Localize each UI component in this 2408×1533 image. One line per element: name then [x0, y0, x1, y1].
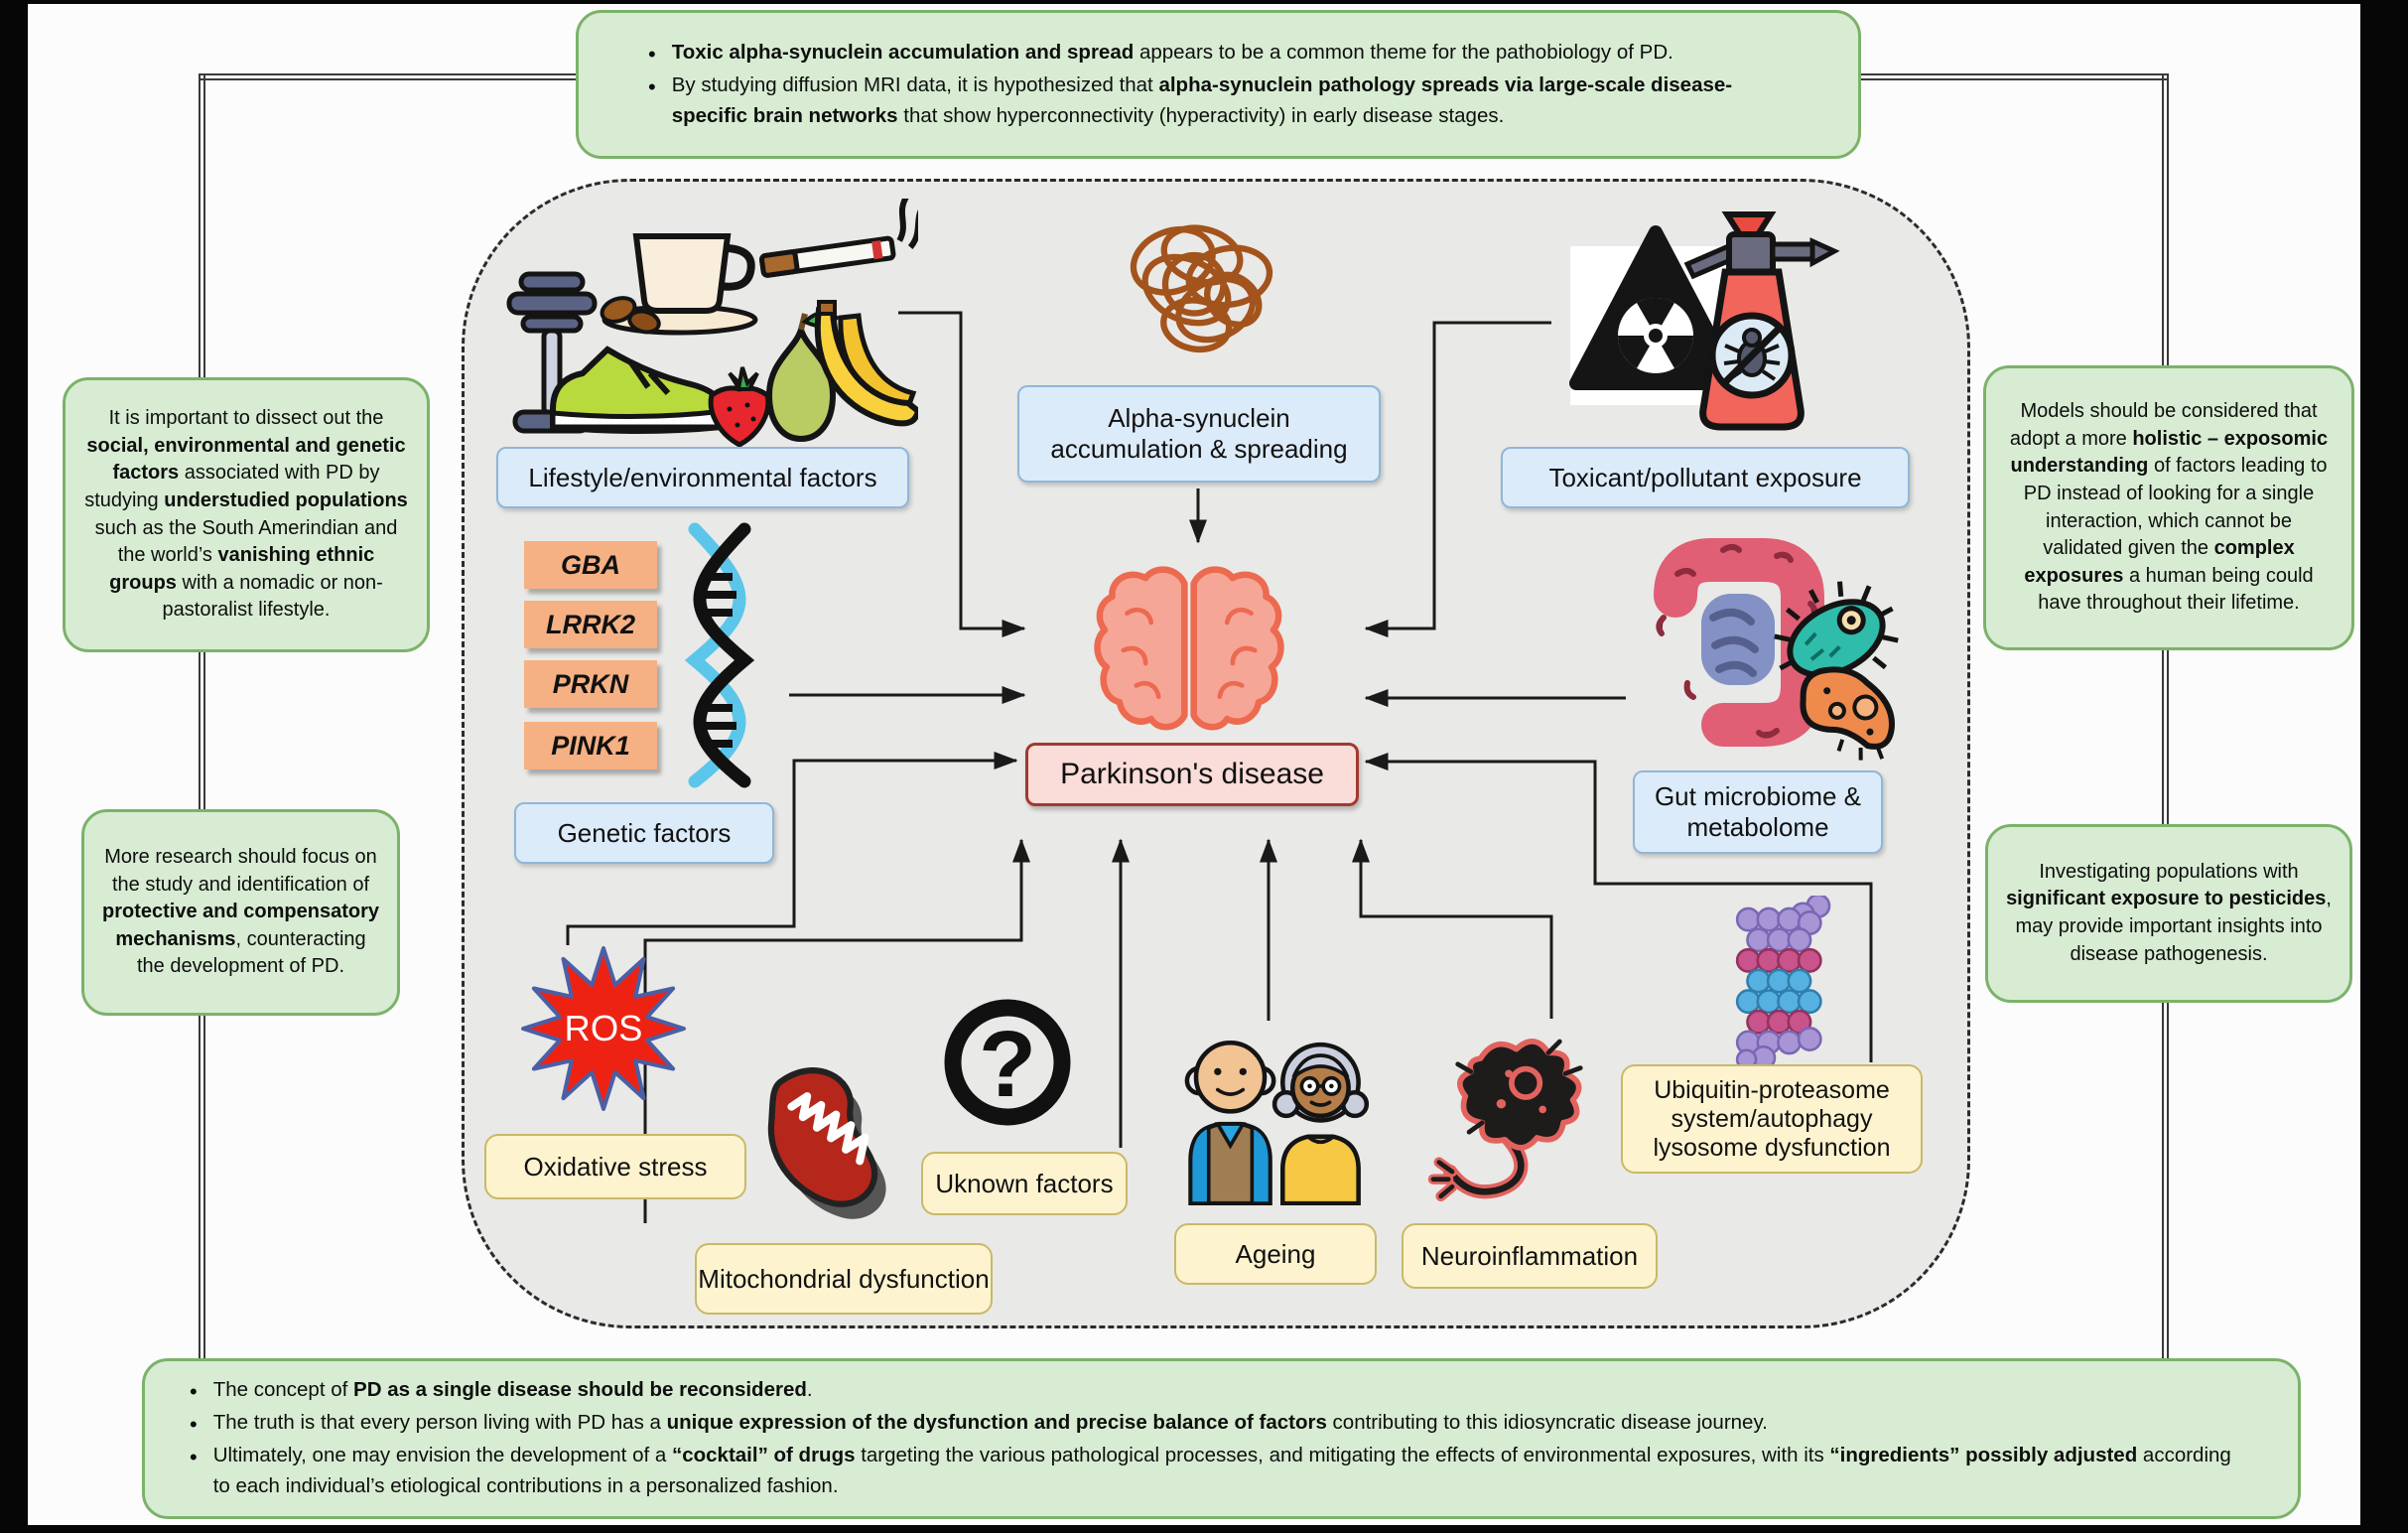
- label-ubiquitin: Ubiquitin-proteasome system/autophagy ly…: [1621, 1064, 1923, 1174]
- note-top-bullet-1: Toxic alpha-synuclein accumulation and s…: [671, 40, 1673, 64]
- note-bottom-bullet-1: The concept of PD as a single disease sh…: [212, 1378, 813, 1402]
- arrow-ubiquitin-to-pd: [1364, 753, 1873, 1062]
- gene-box-gba: GBA: [524, 541, 657, 589]
- label-gut: Gut microbiome & metabolome: [1633, 770, 1883, 854]
- gut-microbiome-icons: [1628, 534, 1926, 765]
- ros-label: ROS: [565, 1008, 643, 1048]
- unknown-question-icon: ?: [938, 993, 1077, 1132]
- arrow-toxicant-to-brain: [1364, 321, 1551, 637]
- cigarette-icon: [759, 194, 929, 278]
- gene-box-lrrk2: LRRK2: [524, 601, 657, 648]
- label-oxidative-stress: Oxidative stress: [484, 1134, 746, 1199]
- gene-box-pink1: PINK1: [524, 722, 657, 769]
- note-right-pesticides: Investigating populations with significa…: [1985, 824, 2352, 1003]
- note-bottom-bullet-3: Ultimately, one may envision the develop…: [212, 1444, 2231, 1497]
- label-lifestyle: Lifestyle/environmental factors: [496, 447, 909, 508]
- label-mitochondrial: Mitochondrial dysfunction: [695, 1243, 993, 1315]
- label-genetic: Genetic factors: [514, 802, 774, 864]
- note-left-populations: It is important to dissect out the socia…: [63, 377, 430, 652]
- elderly-man: [1184, 1041, 1276, 1206]
- lifestyle-icons: [491, 194, 929, 448]
- dna-icon: [670, 521, 769, 789]
- pesticide-spray-icon: [1683, 211, 1840, 431]
- dumbbell-icon: [506, 271, 598, 434]
- arrow-mito-to-pd: [643, 838, 1030, 1223]
- arrow-neuro-to-pd: [1352, 838, 1553, 1019]
- parkinsons-disease-box: Parkinson's disease: [1025, 743, 1359, 806]
- brain-icon: [1092, 554, 1286, 747]
- ageing-couple-icon: [1176, 1025, 1375, 1206]
- alpha-synuclein-tangle-icon: [1117, 216, 1291, 371]
- note-top-bullet-2: By studying diffusion MRI data, it is hy…: [671, 72, 1733, 127]
- proteasome-icon: [1729, 893, 1832, 1070]
- label-unknown-factors: Uknown factors: [921, 1152, 1128, 1215]
- note-right-exposome: Models should be considered that adopt a…: [1983, 365, 2354, 650]
- banana-icon: [814, 300, 922, 427]
- microglia-neuroinflammation-icon: [1414, 1023, 1603, 1211]
- sneaker-icon: [550, 346, 728, 434]
- note-bottom-bullet-2: The truth is that every person living wi…: [212, 1411, 1768, 1435]
- bacterium-teal-icon: [1774, 581, 1899, 696]
- frame-line-left: [199, 73, 205, 1364]
- label-neuroinflammation: Neuroinflammation: [1402, 1223, 1658, 1289]
- gene-box-prkn: PRKN: [524, 660, 657, 708]
- arrow-lifestyle-to-brain: [898, 311, 1026, 637]
- note-bottom: The concept of PD as a single disease sh…: [142, 1358, 2301, 1519]
- svg-text:?: ?: [979, 1012, 1036, 1117]
- label-ageing: Ageing: [1174, 1223, 1377, 1285]
- arrow-ros-to-pd: [566, 752, 1018, 945]
- elderly-woman: [1271, 1042, 1370, 1206]
- note-left-protective: More research should focus on the study …: [81, 809, 400, 1016]
- label-toxicant: Toxicant/pollutant exposure: [1501, 447, 1910, 508]
- label-alpha-synuclein: Alpha-synuclein accumulation & spreading: [1017, 385, 1381, 483]
- strawberry-icon: [708, 366, 771, 448]
- mitochondria-icon: [749, 1054, 898, 1228]
- note-top: Toxic alpha-synuclein accumulation and s…: [576, 10, 1861, 159]
- toxicant-icons: [1568, 207, 1851, 437]
- ros-star-icon: ROS: [518, 943, 689, 1114]
- bacterium-orange-icon: [1800, 666, 1895, 761]
- coffee-icon: [600, 233, 758, 336]
- frame-line-right: [2162, 73, 2169, 1364]
